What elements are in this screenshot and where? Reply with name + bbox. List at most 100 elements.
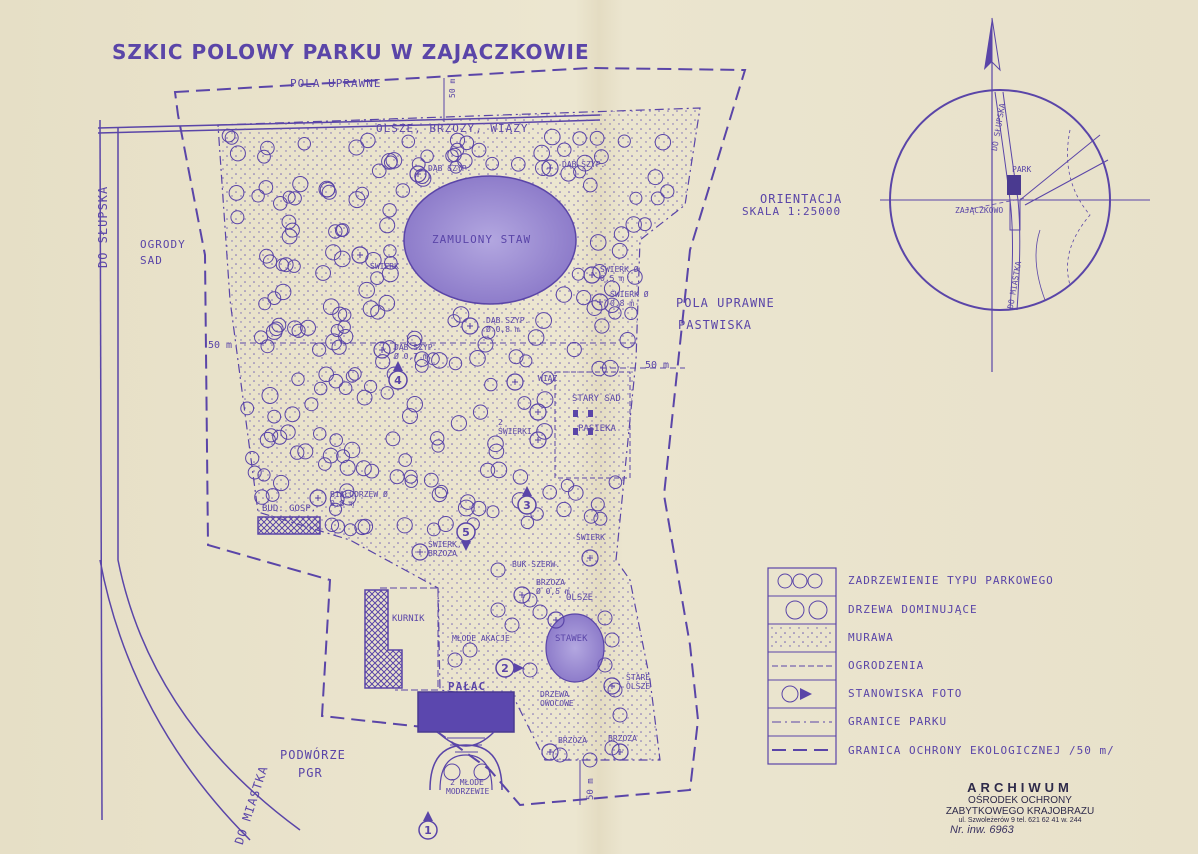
tree-symbol <box>426 352 440 366</box>
tree-symbol <box>557 142 572 157</box>
tree-symbol <box>608 475 623 490</box>
tree-symbol <box>336 223 350 237</box>
label-farm-building: BUD. GOSP. <box>262 504 317 514</box>
tree-symbol <box>638 217 652 232</box>
tree-symbol <box>414 359 429 373</box>
tree-symbol <box>337 308 352 322</box>
tree-symbol <box>395 183 410 198</box>
legend-item-park-boundary: GRANICE PARKU <box>848 715 948 728</box>
tree-symbol <box>281 228 298 245</box>
tree-symbol <box>536 423 553 440</box>
tree-symbol <box>541 371 555 385</box>
tree-symbol <box>319 181 336 198</box>
tree-symbol <box>434 484 449 499</box>
tree-symbol <box>229 145 246 162</box>
tree-symbol <box>261 387 279 404</box>
tree-symbol <box>378 294 396 312</box>
tree-symbol <box>431 352 448 369</box>
dominant-tree-cross <box>587 555 593 561</box>
label-dist-right: 50 m <box>645 360 670 371</box>
dominant-tree-symbol <box>581 549 599 567</box>
tree-symbol <box>339 483 355 499</box>
tree-symbol <box>481 325 496 340</box>
tree-symbol <box>437 516 454 532</box>
tree-symbol <box>284 406 301 423</box>
tree-symbol <box>431 439 445 453</box>
photo-station-number: 5 <box>462 526 470 539</box>
photo-station-number: 3 <box>523 499 531 512</box>
label-dist-top: 50 m <box>448 78 457 98</box>
tree-symbol <box>589 234 607 251</box>
label-palace: PAŁAC <box>448 680 487 693</box>
orientation-scale: SKALA 1:25000 <box>742 205 842 218</box>
tree-symbol <box>264 428 279 443</box>
dominant-tree-symbol <box>611 743 629 761</box>
tree-symbol <box>266 323 283 340</box>
tree-symbol <box>389 469 405 485</box>
tree-symbol <box>360 132 376 149</box>
tree-symbol <box>594 149 609 165</box>
tree-symbol <box>312 342 327 357</box>
tree-symbol <box>262 254 278 269</box>
label-elm: WIĄZ <box>538 374 558 383</box>
tree-symbol <box>362 300 380 318</box>
tree-symbol <box>334 250 351 268</box>
legend-swatches <box>768 573 836 751</box>
tree-symbol <box>275 283 292 301</box>
tree-symbol <box>230 210 245 225</box>
tree-symbol <box>583 177 598 193</box>
tree-symbol <box>457 499 475 517</box>
tree-symbol <box>260 140 275 156</box>
dominant-tree-symbol <box>583 266 601 284</box>
dominant-tree-cross <box>357 252 363 258</box>
tree-symbol <box>300 319 316 336</box>
tree-symbol <box>354 519 371 536</box>
tree-symbol <box>447 314 461 328</box>
tree-symbol <box>462 642 478 658</box>
tree-symbol <box>594 318 610 334</box>
tree-symbol <box>533 144 551 162</box>
tree-symbol <box>269 321 284 337</box>
label-old-orchard: STARY SAD <box>572 394 621 404</box>
tree-symbol <box>511 157 526 172</box>
label-fruit-trees: DRZEWA OWOCOWE <box>540 690 574 708</box>
label-birch-s: BRZOZA Ø 0,5 m <box>536 578 570 596</box>
tree-symbol <box>414 168 430 185</box>
dominant-tree-cross <box>589 272 595 278</box>
park-trees <box>221 128 675 768</box>
tree-symbol <box>445 149 459 163</box>
dominant-tree-cross <box>617 749 623 755</box>
tree-symbol <box>273 196 288 211</box>
tree-symbol <box>488 443 505 460</box>
archive-address: ul. Szwoleżerów 9 tel. 621 62 41 w. 244 <box>958 817 1082 824</box>
label-pond-big: ZAMULONY STAW <box>432 233 532 246</box>
tree-symbol <box>257 468 271 482</box>
tree-symbol <box>396 517 413 534</box>
tree-symbol <box>383 244 397 258</box>
tree-symbol <box>280 424 296 440</box>
tree-symbol <box>508 349 524 365</box>
tree-symbol <box>324 517 340 532</box>
tree-symbol <box>245 451 260 466</box>
tree-symbol <box>329 491 345 507</box>
tree-symbol <box>314 381 328 396</box>
tree-symbol <box>423 472 439 488</box>
tree-symbol <box>259 431 276 448</box>
tree-symbol <box>380 386 394 400</box>
tree-symbol <box>304 397 319 412</box>
label-birch-b: BRZOZA <box>608 734 637 743</box>
tree-symbol <box>287 191 302 206</box>
dominant-tree-cross <box>609 683 615 689</box>
label-trees-north: OLSZE, BRZOZY, WIĄZY <box>376 122 529 135</box>
legend-item-parkland: ZADRZEWIENIE TYPU PARKOWEGO <box>848 574 1054 587</box>
tree-symbol <box>487 435 504 453</box>
legend-item-photo-stations: STANOWISKA FOTO <box>848 687 963 700</box>
dominant-tree-symbol <box>351 246 369 264</box>
tree-symbol <box>258 180 274 195</box>
label-pgr: PGR <box>298 766 323 780</box>
dominant-tree-cross <box>535 409 541 415</box>
tree-symbol <box>339 459 356 476</box>
tree-symbol <box>477 336 494 353</box>
label-oak-4: DĄB SZYP. Ø 0,7 m <box>394 343 438 361</box>
tree-symbol <box>329 433 344 447</box>
